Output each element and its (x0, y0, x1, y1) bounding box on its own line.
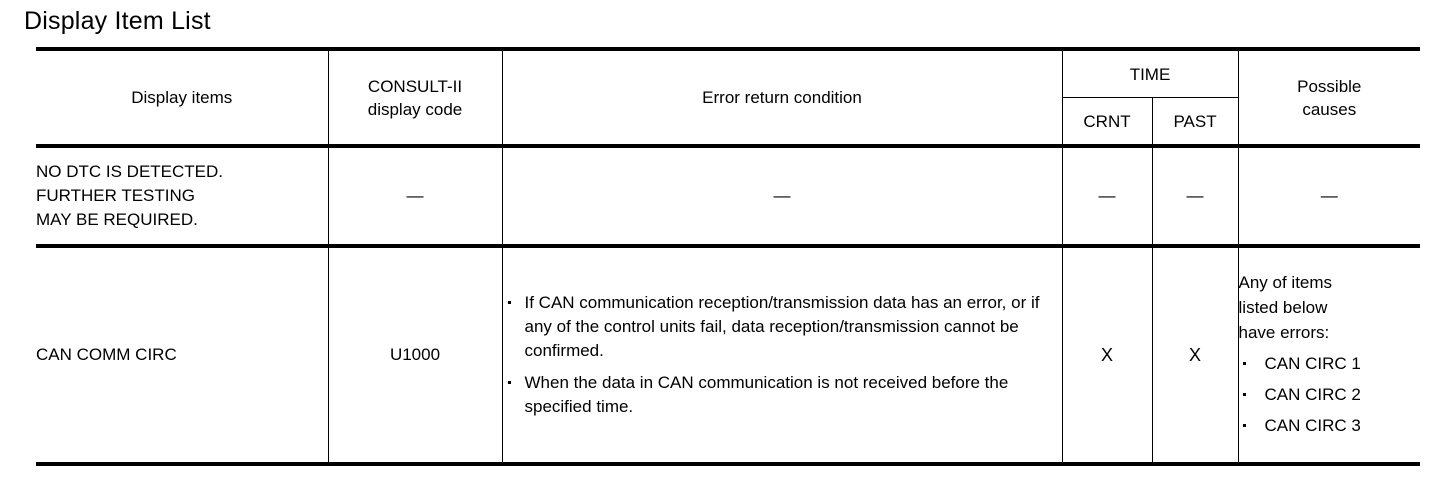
cell-display-item: NO DTC IS DETECTED. FURTHER TESTING MAY … (36, 144, 329, 247)
table-body: NO DTC IS DETECTED. FURTHER TESTING MAY … (36, 144, 1421, 466)
cell-error-return-condition: — (501, 144, 1063, 247)
column-header-consult-display-code: CONSULT-II display code (327, 47, 503, 147)
cell-display-code: U1000 (327, 244, 503, 466)
column-header-time-group: TIME (1061, 47, 1239, 98)
cell-display-code: — (327, 144, 503, 247)
display-item-table: Display items CONSULT-II display code Er… (36, 47, 1421, 466)
page-title: Display Item List (24, 7, 211, 35)
list-item: CAN CIRC 3 (1239, 410, 1421, 441)
possible-causes-intro: Any of items listed below have errors: (1238, 272, 1333, 342)
header-row-sub: CRNT PAST (36, 97, 1420, 147)
column-header-error-return-condition: Error return condition (501, 47, 1063, 147)
list-item: If CAN communication reception/transmiss… (503, 291, 1062, 363)
header-row-top: Display items CONSULT-II display code Er… (36, 47, 1421, 147)
column-header-time-crnt: CRNT (1061, 97, 1153, 147)
cell-time-past: X (1151, 244, 1239, 466)
cell-time-crnt: — (1061, 144, 1153, 247)
table-row: CAN COMM CIRC U1000 If CAN communication… (36, 244, 1421, 466)
column-header-time-past: PAST (1151, 97, 1239, 147)
list-item: When the data in CAN communication is no… (503, 371, 1062, 419)
possible-causes-list: CAN CIRC 1 CAN CIRC 2 CAN CIRC 3 (1239, 348, 1421, 441)
list-item: CAN CIRC 2 (1239, 379, 1421, 410)
list-item: CAN CIRC 1 (1239, 348, 1421, 379)
cell-possible-causes: Any of items listed below have errors: C… (1237, 244, 1421, 466)
table-header: Display items CONSULT-II display code Er… (36, 47, 1421, 147)
cell-error-return-condition: If CAN communication reception/transmiss… (501, 244, 1063, 466)
cell-time-crnt: X (1061, 244, 1153, 466)
table-row: NO DTC IS DETECTED. FURTHER TESTING MAY … (36, 144, 1421, 247)
error-condition-list: If CAN communication reception/transmiss… (503, 291, 1062, 419)
cell-possible-causes: — (1237, 144, 1421, 247)
cell-time-past: — (1151, 144, 1239, 247)
cell-display-item: CAN COMM CIRC (36, 244, 329, 466)
column-header-possible-causes: Possible causes (1237, 47, 1421, 147)
column-header-display-items: Display items (36, 47, 329, 147)
